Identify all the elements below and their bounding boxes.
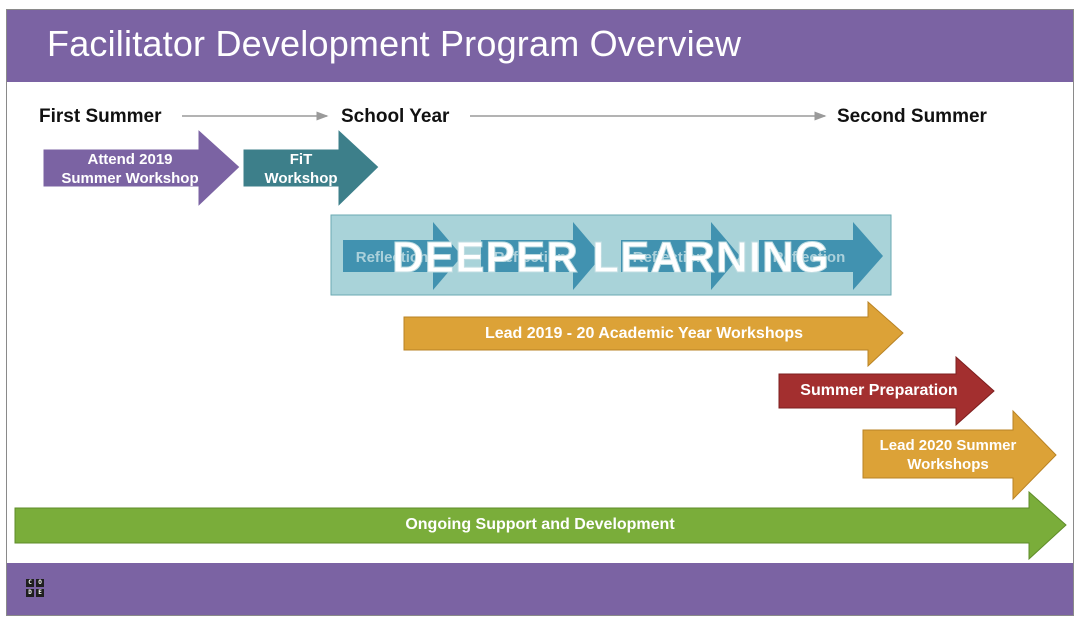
logo-letter: E [36, 589, 44, 597]
diagram-canvas: Reflection Reflection Reflection Reflect… [14, 111, 1067, 561]
footer-bar: C O D E [7, 563, 1073, 615]
slide: Facilitator Development Program Overview… [6, 9, 1074, 616]
code-logo: C O D E [26, 579, 44, 597]
phase-school-year: School Year [341, 106, 450, 127]
attend-workshop-arrow [42, 127, 241, 209]
reflection-arrow [481, 222, 602, 290]
label-line: Workshops [907, 456, 989, 473]
label-line: Workshop [264, 170, 338, 187]
ongoing-support-label: Ongoing Support and Development [405, 516, 675, 533]
reflection-step-label: Reflection [356, 249, 429, 266]
label-line: Summer Workshop [61, 170, 199, 187]
fit-workshop-label: FiT Workshop [253, 150, 349, 188]
ongoing-support-arrow [14, 490, 1067, 561]
title-bar: Facilitator Development Program Overview [7, 10, 1073, 82]
reflection-step-label: Reflection [494, 249, 567, 266]
summer-prep-arrow [778, 355, 995, 427]
fit-workshop-arrow [242, 127, 380, 209]
phase-first-summer: First Summer [39, 106, 162, 127]
lead-summer-arrow [862, 409, 1057, 501]
lead-academic-arrow [403, 300, 904, 368]
reflection-arrow [621, 222, 740, 290]
logo-letter: D [26, 589, 34, 597]
summer-prep-label: Summer Preparation [800, 382, 958, 399]
logo-letter: C [26, 579, 34, 587]
label-line: FiT [289, 151, 313, 168]
logo-letter: O [36, 579, 44, 587]
reflection-step-label: Reflection [633, 249, 706, 266]
reflection-arrow [759, 222, 883, 290]
reflection-step-label: Reflection [773, 249, 846, 266]
reflection-arrow [343, 222, 462, 290]
deeper-learning-title: DEEPER LEARNING [392, 233, 830, 282]
fit-workshop-label-text: FiT Workshop [253, 150, 349, 188]
lead-academic-label: Lead 2019 - 20 Academic Year Workshops [484, 325, 804, 342]
phase-second-summer: Second Summer [837, 106, 987, 127]
label-line: Attend 2019 [87, 151, 173, 168]
slide-title: Facilitator Development Program Overview [47, 23, 742, 64]
label-line: Lead 2020 Summer [879, 437, 1017, 454]
